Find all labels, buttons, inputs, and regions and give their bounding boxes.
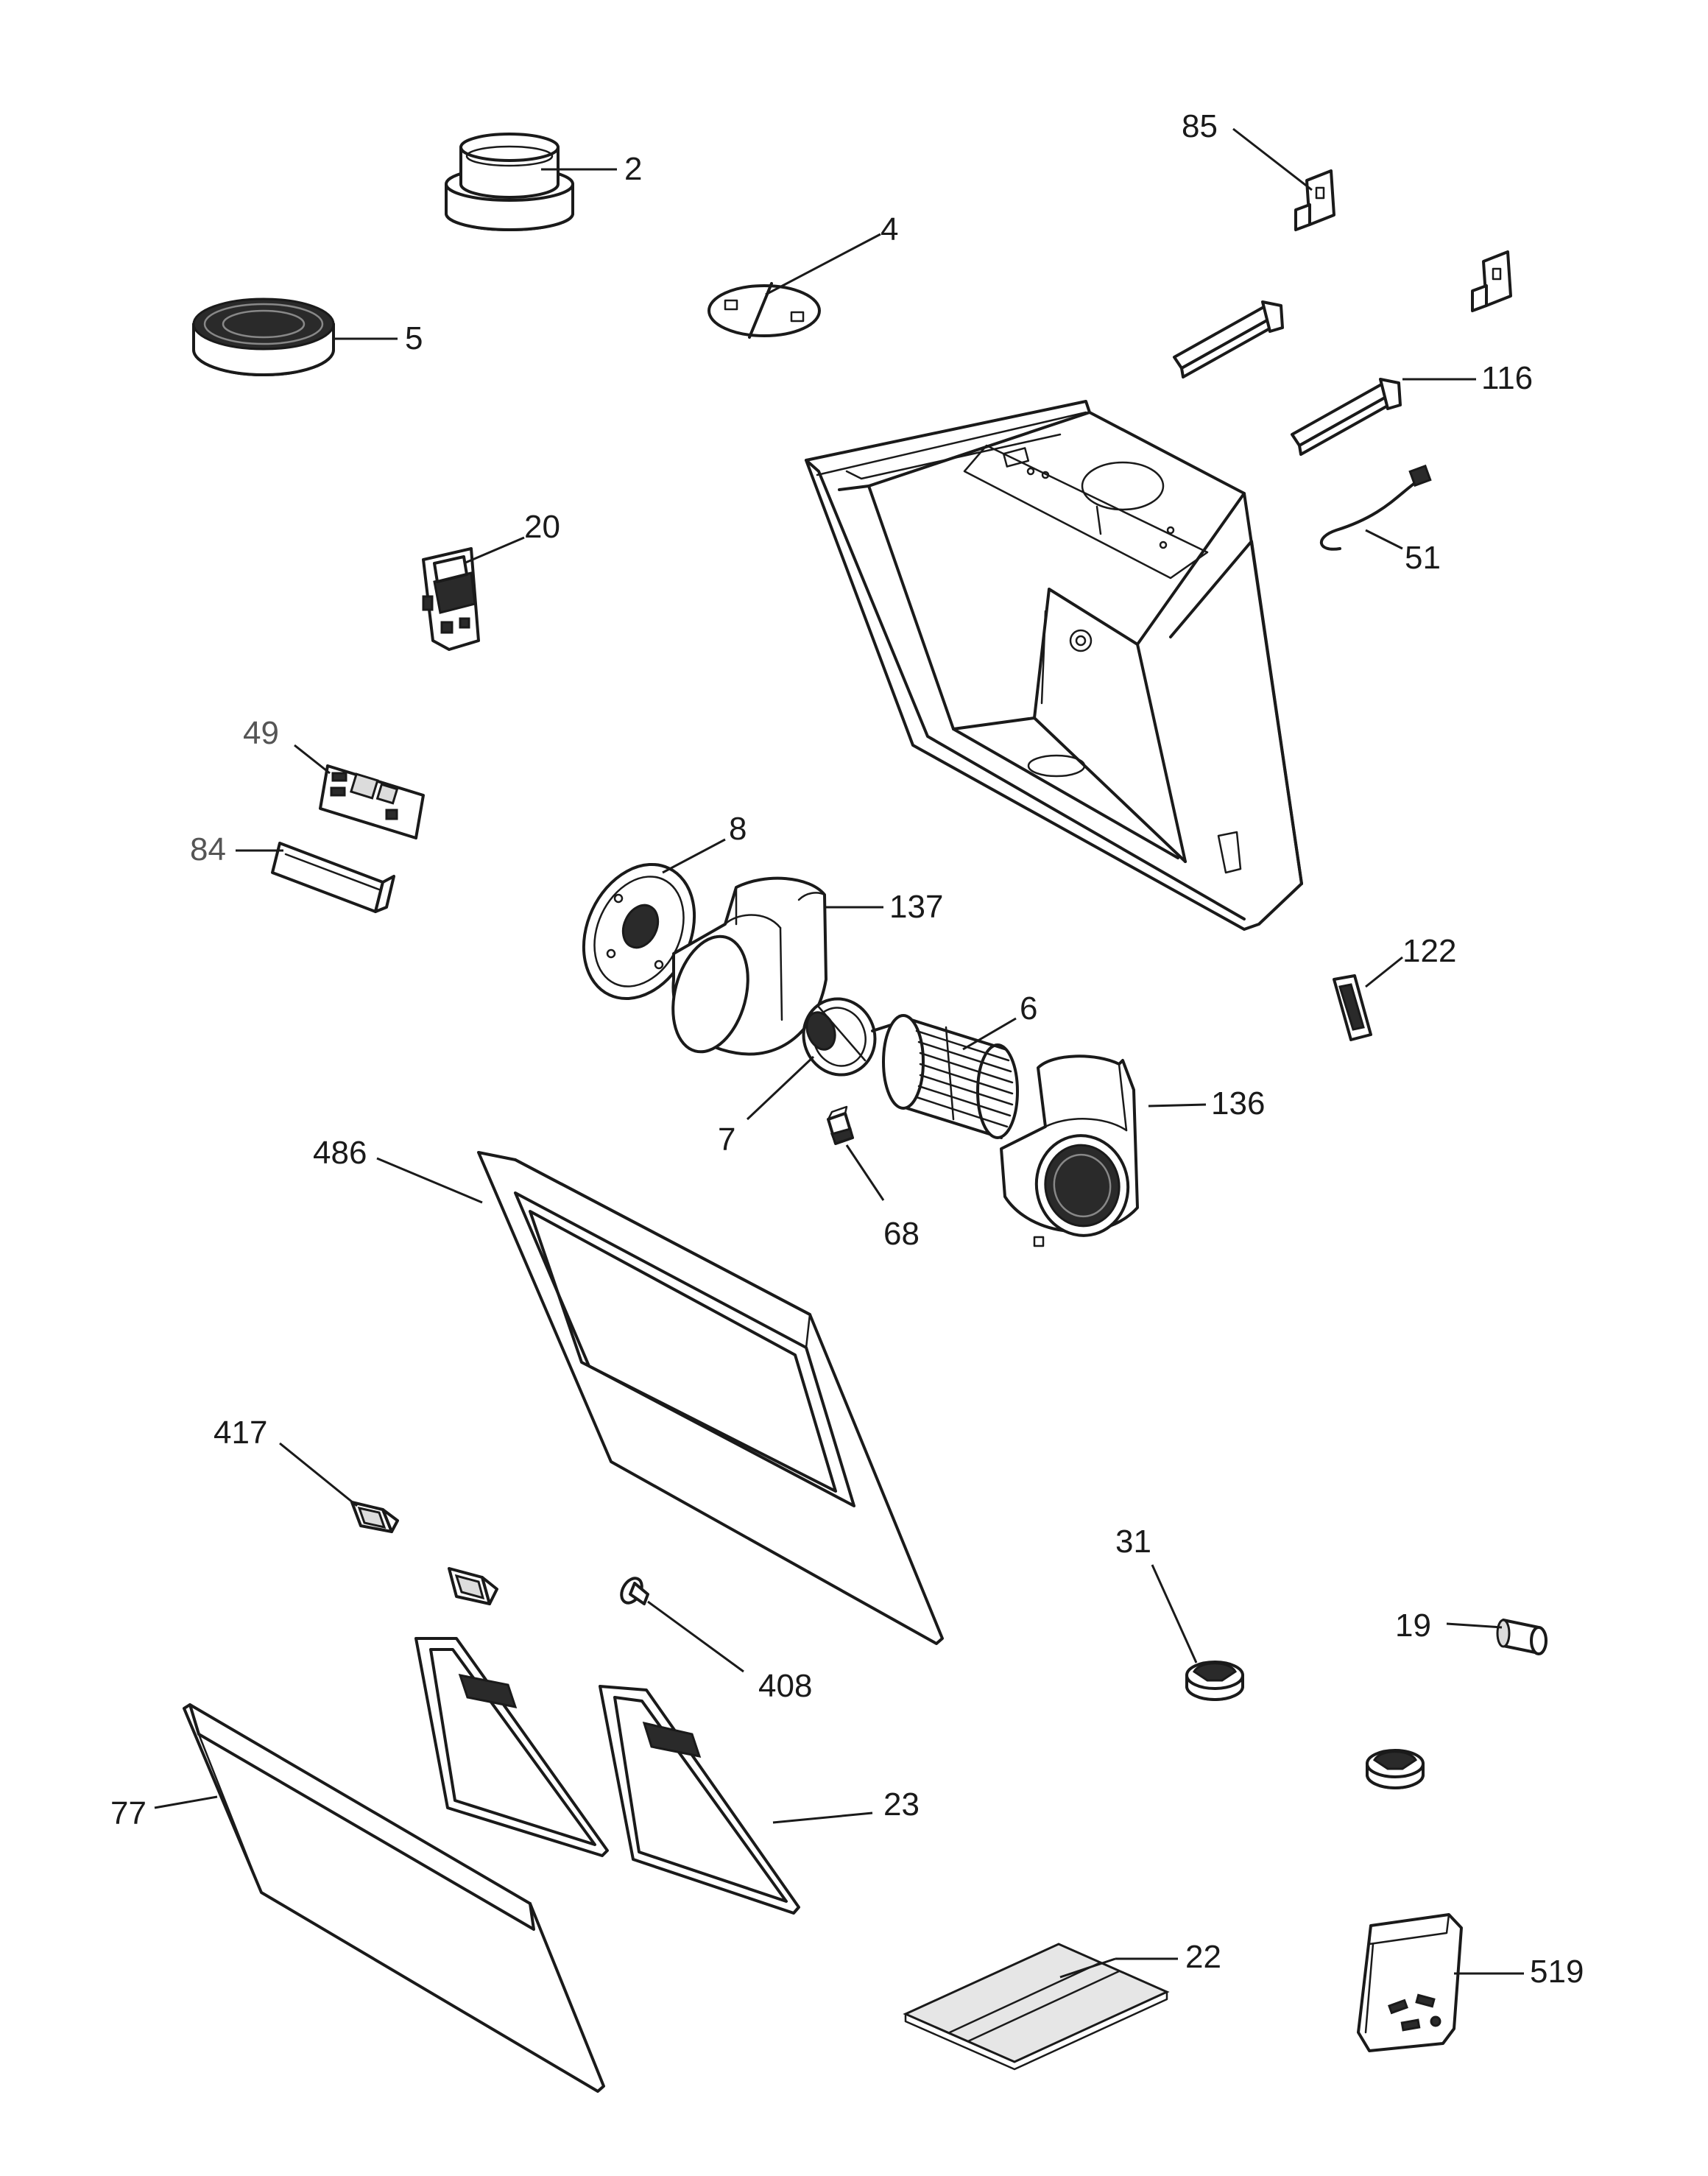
leader-51 [1365, 529, 1403, 550]
part-blower-housing-front [671, 876, 827, 1056]
part-control-board [319, 764, 425, 839]
leader-85 [1232, 127, 1313, 191]
callout-136: 136 [1211, 1085, 1265, 1122]
callout-49: 49 [243, 715, 279, 751]
leader-22 [1059, 1957, 1116, 1979]
part-chimney-bracket [1173, 300, 1402, 456]
leader-49 [294, 744, 331, 775]
part-capacitor [827, 1105, 854, 1145]
leader-408 [647, 1600, 744, 1673]
callout-4: 4 [881, 211, 898, 247]
callout-122: 122 [1402, 933, 1456, 969]
part-switch-housing [422, 547, 480, 651]
part-damper-disc [707, 282, 821, 339]
callout-22: 22 [1185, 1939, 1221, 1975]
part-motor-plate [582, 862, 696, 1001]
callout-8: 8 [729, 811, 747, 847]
part-lamp [1496, 1619, 1548, 1655]
part-power-cord [1320, 464, 1432, 551]
part-blower-wheel [882, 1014, 1019, 1139]
part-wall-bracket [1294, 169, 1512, 312]
part-instruction-manual [903, 1943, 1170, 2071]
leader-122 [1365, 956, 1403, 988]
part-board-cover [271, 842, 395, 913]
leader-20 [463, 536, 525, 565]
callout-417: 417 [214, 1415, 267, 1451]
part-knob-pin [620, 1577, 649, 1605]
callout-19: 19 [1395, 1608, 1431, 1644]
part-charcoal-filter [192, 297, 335, 376]
part-control-knob [1185, 1661, 1425, 1789]
part-front-panel [477, 1151, 944, 1645]
part-motor [802, 997, 892, 1077]
part-blower-housing-rear [1000, 1054, 1139, 1247]
callout-77: 77 [110, 1795, 147, 1831]
callout-7: 7 [718, 1122, 735, 1158]
part-hinge [350, 1501, 498, 1605]
leader-31 [1151, 1564, 1198, 1663]
leader-6 [962, 1017, 1017, 1051]
callout-20: 20 [524, 509, 560, 545]
leader-136 [1148, 1103, 1207, 1108]
callout-2: 2 [624, 151, 642, 187]
leader-486 [376, 1157, 483, 1204]
leader-23 [772, 1811, 873, 1824]
leader-68 [845, 1144, 885, 1201]
callout-5: 5 [405, 320, 423, 356]
callout-6: 6 [1020, 990, 1037, 1027]
callout-486: 486 [313, 1135, 367, 1171]
callout-84: 84 [190, 831, 226, 867]
callout-23: 23 [883, 1786, 920, 1823]
leader-4 [765, 233, 881, 296]
part-grease-filter [414, 1637, 800, 1915]
callout-408: 408 [758, 1668, 812, 1704]
callout-51: 51 [1405, 540, 1441, 576]
callout-137: 137 [889, 889, 943, 925]
part-duct-collar [445, 133, 574, 231]
part-hood-body [805, 400, 1303, 931]
leader-77 [154, 1795, 218, 1809]
part-hardware-kit [1357, 1913, 1463, 2052]
callout-85: 85 [1182, 108, 1218, 144]
part-clip [1333, 974, 1372, 1041]
callout-31: 31 [1115, 1524, 1151, 1560]
leader-417 [279, 1442, 358, 1507]
callout-519: 519 [1530, 1954, 1584, 1990]
leader-8 [662, 838, 726, 874]
callout-116: 116 [1481, 360, 1533, 396]
leader-19 [1446, 1622, 1503, 1629]
part-lower-panel [183, 1703, 605, 2093]
callout-68: 68 [883, 1216, 920, 1252]
leader-7 [746, 1055, 815, 1121]
